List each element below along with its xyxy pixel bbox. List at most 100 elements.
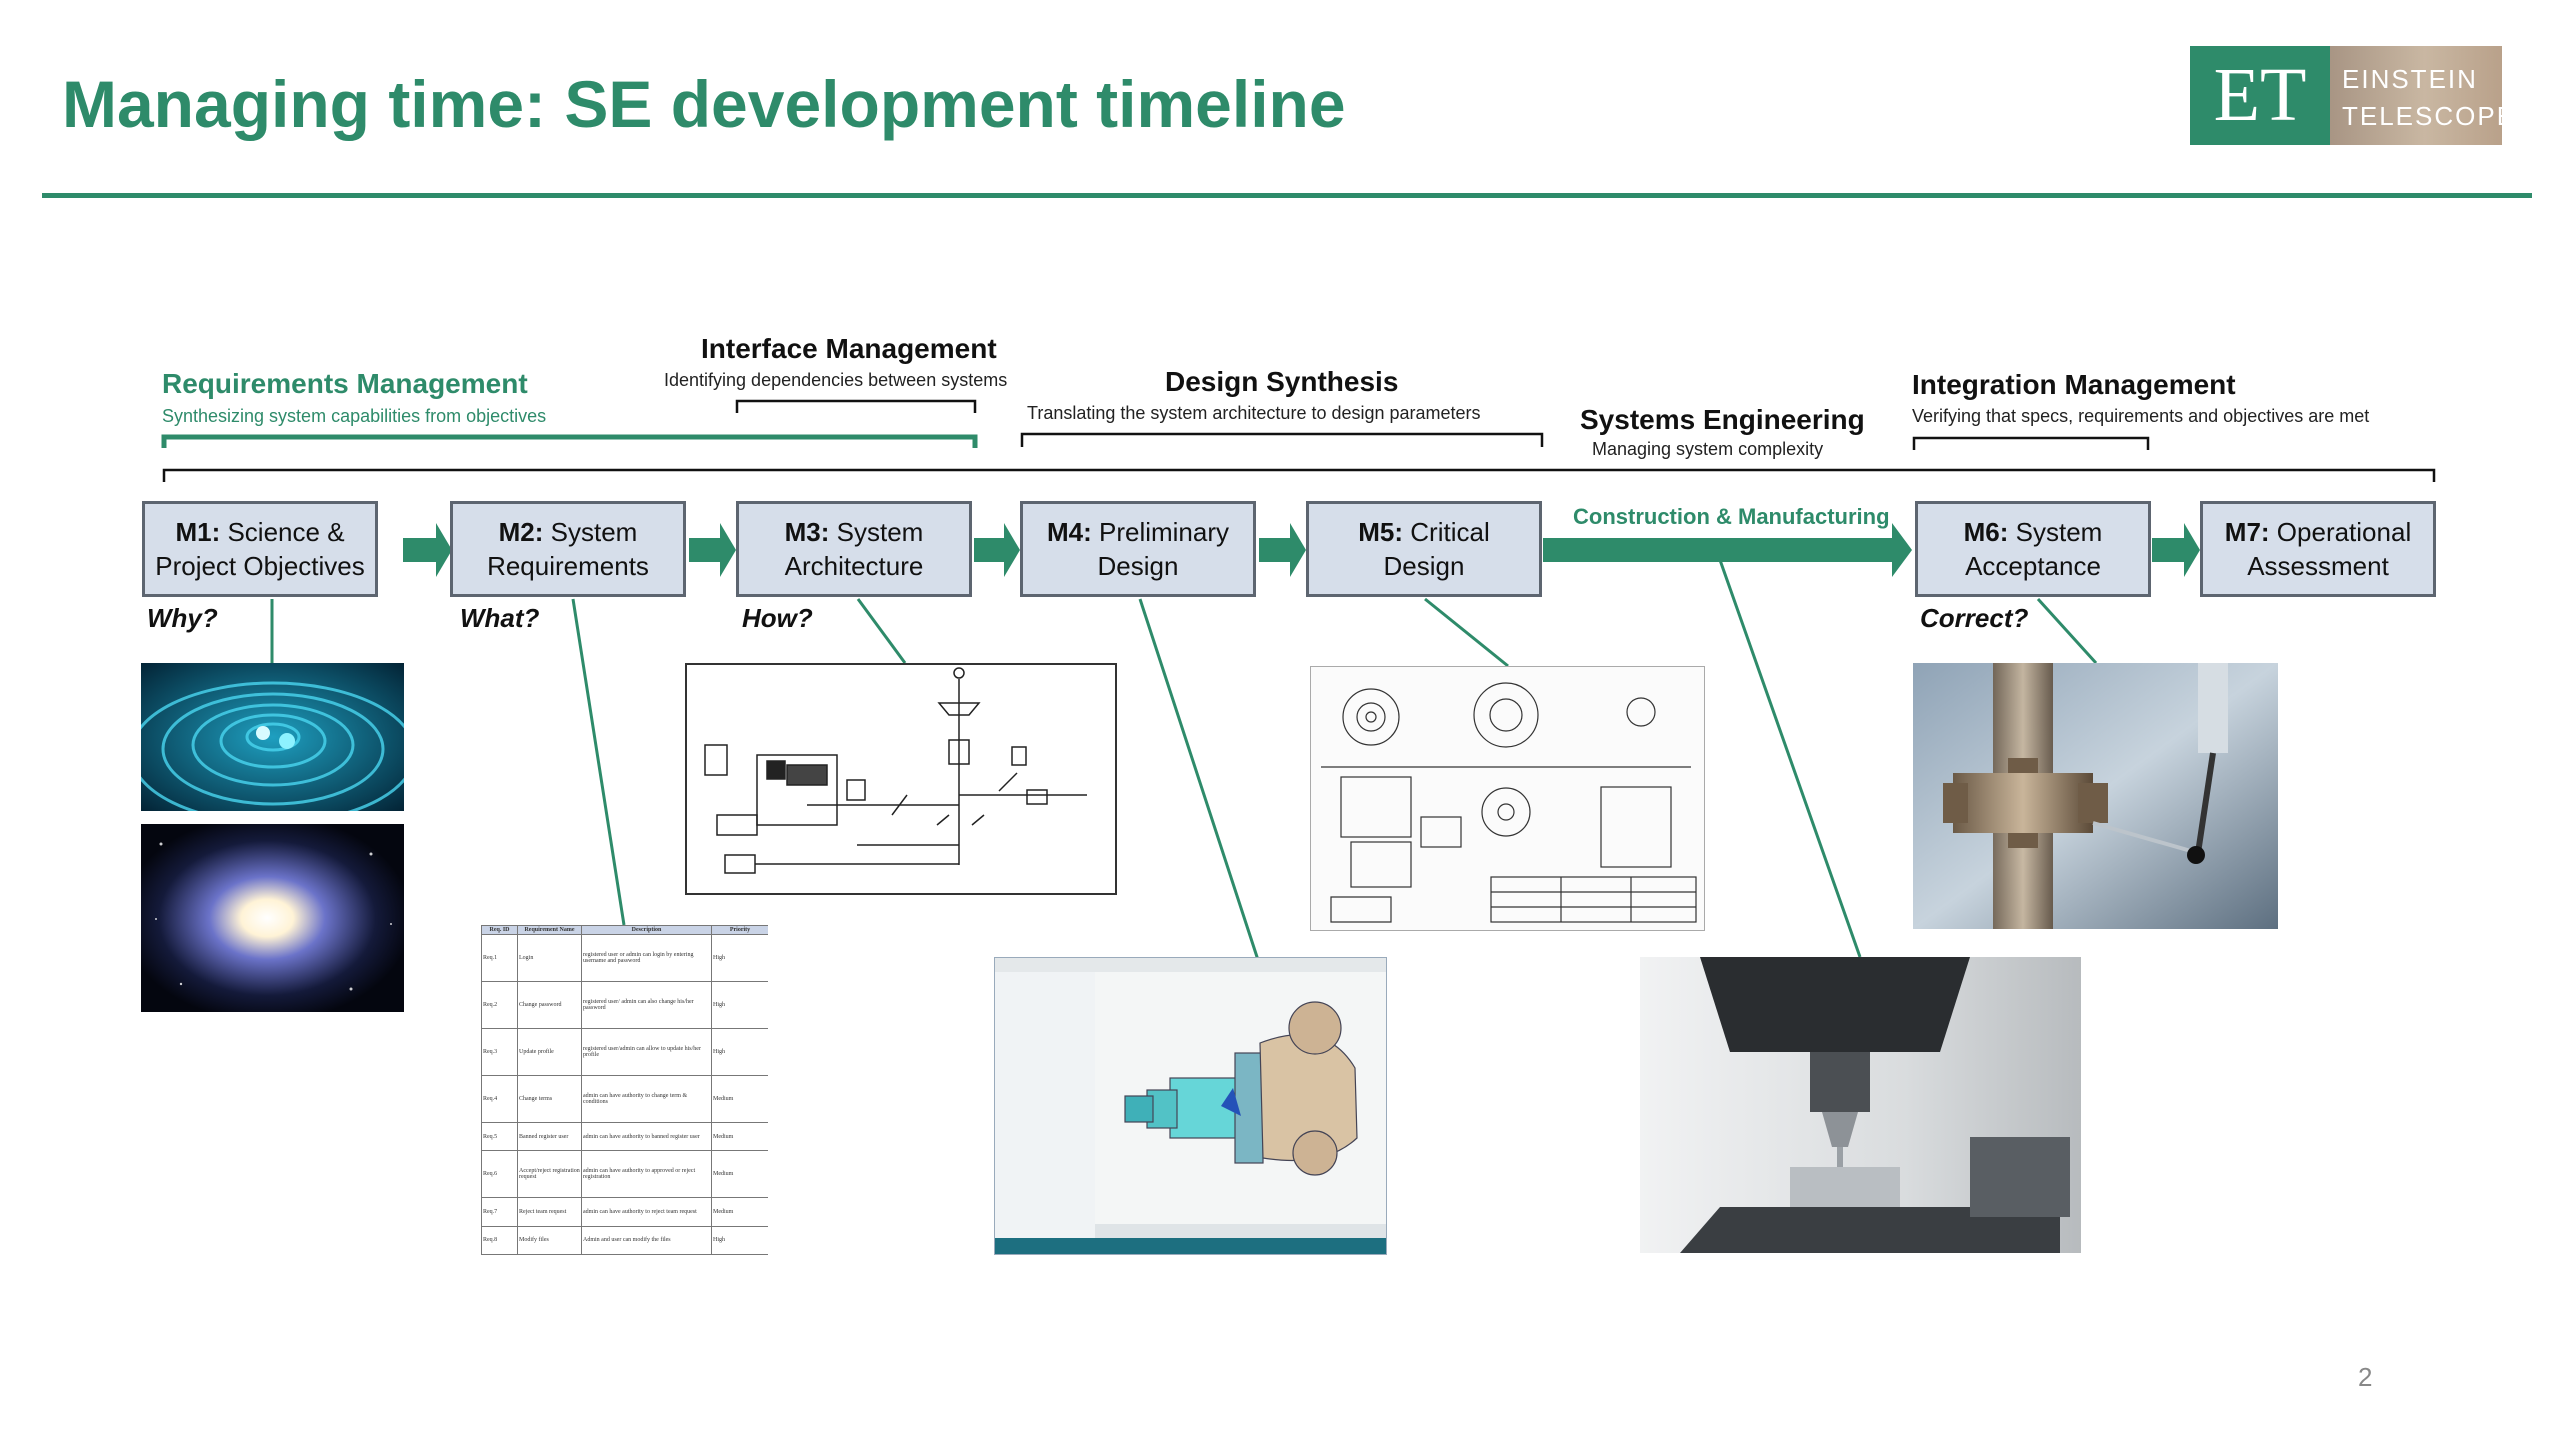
milestone-m3[interactable]: M3: System Architecture	[736, 501, 972, 597]
table-header: Priority	[711, 925, 768, 935]
table-row: Req.7 Reject team request admin can have…	[481, 1197, 768, 1227]
table-cell: admin can have authority to banned regis…	[581, 1122, 712, 1152]
table-cell: registered user/admin can allow to updat…	[581, 1028, 712, 1077]
table-cell: Medium	[711, 1197, 768, 1227]
interface-bracket	[735, 399, 977, 413]
table-cell: Req.6	[481, 1150, 518, 1199]
engineering-drawing-image	[1310, 666, 1705, 931]
logo-word-einstein: EINSTEIN	[2342, 64, 2478, 94]
table-cell: Change password	[517, 981, 582, 1030]
table-header: Description	[581, 925, 712, 935]
title-divider	[42, 193, 2532, 198]
arrow-m6-m7	[2152, 523, 2200, 577]
milestone-label-line1: System	[2015, 517, 2103, 547]
milestone-id: M3:	[784, 517, 830, 547]
table-cell: Update profile	[517, 1028, 582, 1077]
table-cell: Medium	[711, 1075, 768, 1124]
table-row: Req.6 Accept/reject registration request…	[481, 1150, 768, 1199]
integration-bracket	[1912, 436, 2150, 450]
milestone-m4[interactable]: M4: Preliminary Design	[1020, 501, 1256, 597]
gravitational-waves-image	[141, 663, 404, 811]
table-cell: Reject team request	[517, 1197, 582, 1227]
table-cell: Req.8	[481, 1225, 518, 1255]
table-cell: High	[711, 981, 768, 1030]
milestone-m1[interactable]: M1: Science & Project Objectives	[142, 501, 378, 597]
table-row: Req.2 Change password registered user/ a…	[481, 981, 768, 1030]
milestone-id: M4:	[1046, 517, 1092, 547]
table-cell: High	[711, 1028, 768, 1077]
design-synthesis-title: Design Synthesis	[1165, 366, 1399, 397]
leader-m2	[571, 598, 626, 926]
systems-engineering-subtitle: Managing system complexity	[1592, 439, 1824, 459]
systems-engineering-title: Systems Engineering	[1580, 404, 1865, 435]
table-cell: Admin and user can modify the files	[581, 1225, 712, 1255]
table-cell: Req.7	[481, 1197, 518, 1227]
milestone-id: M5:	[1358, 517, 1404, 547]
milestone-label-line1: System	[836, 517, 924, 547]
table-header: Requirement Name	[517, 925, 582, 935]
slide-title: Managing time: SE development timeline	[62, 67, 1346, 141]
einstein-telescope-logo: ET EINSTEIN TELESCOPE	[2190, 46, 2502, 145]
table-row: Req.5 Banned register user admin can hav…	[481, 1122, 768, 1152]
page-number: 2	[2358, 1362, 2373, 1392]
table-row: Req.3 Update profile registered user/adm…	[481, 1028, 768, 1077]
table-cell: Req.4	[481, 1075, 518, 1124]
table-header: Req. ID	[481, 925, 518, 935]
milestone-label-line1: Operational	[2276, 517, 2412, 547]
cad-model-image	[994, 957, 1387, 1255]
milestone-m5[interactable]: M5: Critical Design	[1306, 501, 1542, 597]
arrow-m3-m4	[974, 523, 1020, 577]
table-cell: High	[711, 933, 768, 983]
table-cell: Banned register user	[517, 1122, 582, 1152]
requirements-table-image: Req. ID Requirement Name Description Pri…	[481, 925, 768, 1255]
table-cell: Req.2	[481, 981, 518, 1030]
table-cell: Medium	[711, 1122, 768, 1152]
requirements-table: Req. ID Requirement Name Description Pri…	[481, 925, 768, 1255]
table-cell: Modify files	[517, 1225, 582, 1255]
construction-manufacturing-label: Construction & Manufacturing	[1573, 504, 1890, 529]
gear-inspection-photo	[1913, 663, 2278, 929]
question-correct: Correct?	[1920, 603, 2029, 633]
milestone-label-line1: System	[550, 517, 638, 547]
requirements-management-title: Requirements Management	[162, 368, 528, 399]
milestone-label-line2: Acceptance	[1965, 551, 2101, 581]
table-cell: Login	[517, 933, 582, 983]
cnc-machining-photo	[1640, 957, 2081, 1253]
logo-word-telescope: TELESCOPE	[2342, 101, 2502, 131]
logo-initials: ET	[2190, 46, 2330, 145]
table-cell: Req.5	[481, 1122, 518, 1152]
milestone-m7[interactable]: M7: Operational Assessment	[2200, 501, 2436, 597]
supernova-image	[141, 824, 404, 1012]
systems-bracket	[162, 468, 2436, 482]
question-what: What?	[460, 603, 540, 633]
leader-construction	[1718, 559, 1862, 958]
table-cell: admin can have authority to change term …	[581, 1075, 712, 1124]
milestone-m2[interactable]: M2: System Requirements	[450, 501, 686, 597]
interface-management-subtitle: Identifying dependencies between systems	[664, 370, 1008, 390]
requirements-management-subtitle: Synthesizing system capabilities from ob…	[162, 406, 547, 426]
table-cell: Change terms	[517, 1075, 582, 1124]
table-cell: Medium	[711, 1150, 768, 1199]
integration-management-subtitle: Verifying that specs, requirements and o…	[1912, 406, 2370, 426]
milestone-m6[interactable]: M6: System Acceptance	[1915, 501, 2151, 597]
arrow-construction	[1543, 523, 1912, 577]
table-cell: High	[711, 1225, 768, 1255]
leader-m4	[1138, 598, 1260, 961]
question-why: Why?	[147, 603, 218, 633]
logo-background	[2330, 46, 2502, 145]
interface-management-title: Interface Management	[701, 333, 997, 364]
milestone-label-line2: Design	[1383, 551, 1465, 581]
milestone-label-line1: Preliminary	[1098, 517, 1230, 547]
milestone-id: M2:	[498, 517, 544, 547]
milestone-label-line2: Design	[1097, 551, 1179, 581]
question-how: How?	[742, 603, 813, 633]
table-cell: registered user or admin can login by en…	[581, 933, 712, 983]
leader-m5	[1424, 597, 1509, 668]
table-row: Req.8 Modify files Admin and user can mo…	[481, 1225, 768, 1255]
milestone-id: M7:	[2224, 517, 2270, 547]
table-cell: admin can have authority to reject team …	[581, 1197, 712, 1227]
milestone-label-line2: Assessment	[2247, 551, 2389, 581]
table-row: Req.4 Change terms admin can have author…	[481, 1075, 768, 1124]
leader-m6	[2036, 597, 2098, 665]
arrow-m4-m5	[1259, 523, 1306, 577]
